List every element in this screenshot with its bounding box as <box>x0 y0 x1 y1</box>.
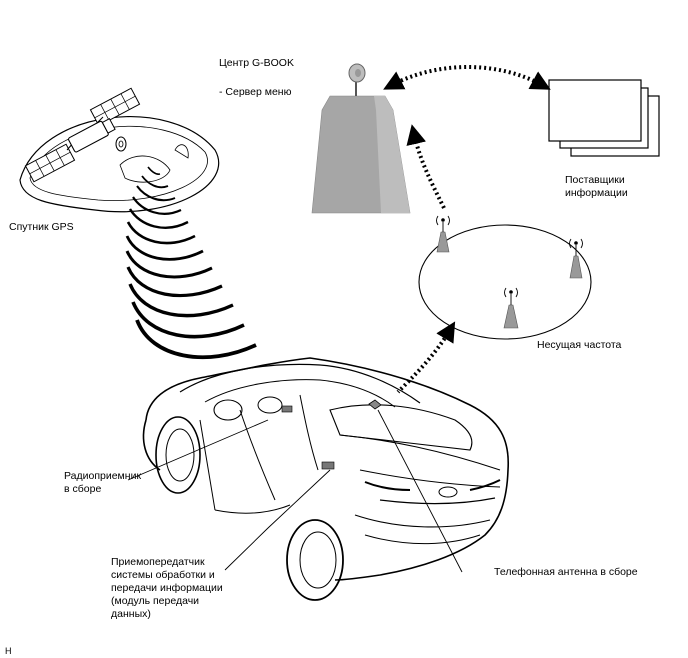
radio-label-line1: Радиоприемник <box>64 470 142 482</box>
carrier-network <box>418 224 592 340</box>
providers-label-line2: информации <box>565 187 628 199</box>
information-providers-icon <box>548 79 660 157</box>
g-book-center-label: Центр G-BOOK <box>219 57 294 69</box>
transceiver-label-line4: (модуль передачи <box>111 595 200 607</box>
gps-satellite-icon <box>24 87 141 183</box>
car-illustration <box>142 357 510 601</box>
cell-tower-icon <box>569 238 583 279</box>
leader-lines <box>127 409 463 573</box>
transceiver-label-line2: системы обработки и <box>111 569 215 581</box>
transceiver-label-line1: Приемопередатчик <box>111 556 205 568</box>
cell-tower-icon <box>503 287 519 329</box>
phone-antenna-label: Телефонная антенна в сборе <box>494 566 638 578</box>
cell-tower-icon <box>436 215 450 253</box>
g-book-center-building <box>311 63 411 214</box>
menu-server-label: - Сервер меню <box>219 86 292 98</box>
carrier-label: Несущая частота <box>537 339 622 351</box>
providers-label-line1: Поставщики <box>565 174 625 186</box>
corner-code: H <box>5 646 12 656</box>
gps-satellite-label: Спутник GPS <box>9 221 74 233</box>
transceiver-label-line3: передачи информации <box>111 582 223 594</box>
transceiver-label-line5: данных) <box>111 608 151 620</box>
communication-arrows <box>383 65 551 394</box>
gps-signal-waves <box>125 166 257 360</box>
radio-label-line2: в сборе <box>64 483 102 495</box>
